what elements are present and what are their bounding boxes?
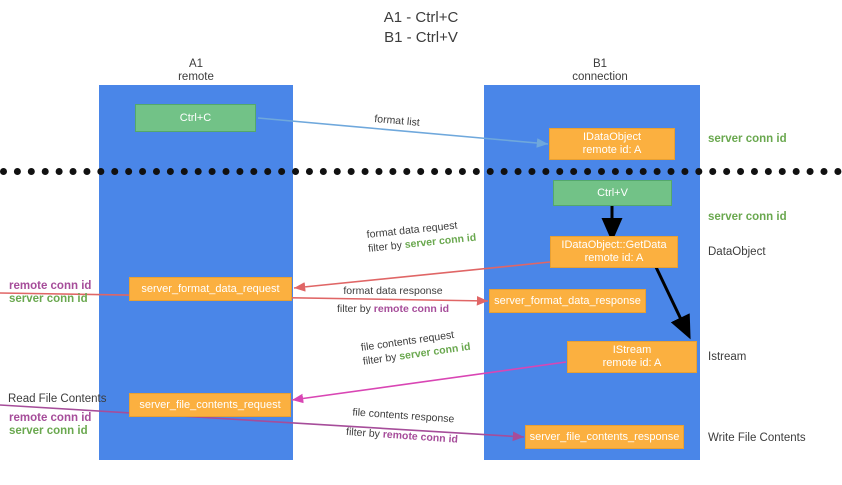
label-server-conn-id-top: server conn id [708, 133, 787, 145]
phase-divider [0, 168, 842, 175]
label-server-conn-id-mid: server conn id [708, 211, 787, 223]
label-remote-conn-id-1: remote conn id [9, 280, 92, 292]
edge-label-format-list-text: format list [373, 112, 421, 129]
label-read-file-contents: Read File Contents [8, 393, 107, 405]
edge-label-format-data-response: format data response filter by remote co… [337, 284, 449, 316]
label-write-file-contents: Write File Contents [708, 432, 806, 444]
arrow-getdata-to-istream [653, 264, 691, 340]
node-server-file-contents-request[interactable]: server_file_contents_request [129, 393, 291, 417]
label-istream: Istream [708, 351, 747, 363]
label-server-conn-id-2: server conn id [9, 425, 88, 437]
arrow-file-contents-response [0, 404, 525, 442]
node-idataobject[interactable]: IDataObject remote id: A [549, 128, 675, 160]
node-ctrl-v[interactable]: Ctrl+V [553, 180, 672, 206]
filter-prefix: filter by [367, 239, 406, 255]
lane-header-b1: B1 connection [572, 58, 628, 83]
arrow-file-contents-request [291, 361, 567, 404]
node-istream[interactable]: IStream remote id: A [567, 341, 697, 373]
node-idataobject-getdata[interactable]: IDataObject::GetData remote id: A [550, 236, 678, 268]
lane-header-a1: A1 remote [178, 58, 214, 83]
node-server-file-contents-response[interactable]: server_file_contents_response [525, 425, 684, 449]
edge-label-format-data-response-text: format data response [343, 285, 443, 297]
filter-prefix: filter by [337, 303, 374, 315]
diagram-title: A1 - Ctrl+C B1 - Ctrl+V [383, 9, 459, 46]
label-dataobject: DataObject [708, 246, 766, 258]
node-server-format-data-response[interactable]: server_format_data_response [489, 289, 646, 313]
label-remote-conn-id-2: remote conn id [9, 412, 92, 424]
node-ctrl-c[interactable]: Ctrl+C [135, 104, 256, 132]
arrow-format-list [257, 117, 549, 148]
edge-label-format-data-response-filter: filter by remote conn id [337, 302, 449, 316]
node-server-format-data-request[interactable]: server_format_data_request [129, 277, 292, 301]
filter-value-remote-conn-id: remote conn id [373, 303, 450, 315]
arrow-format-data-request [293, 261, 551, 292]
filter-prefix: filter by [345, 425, 384, 441]
label-server-conn-id-1: server conn id [9, 293, 88, 305]
